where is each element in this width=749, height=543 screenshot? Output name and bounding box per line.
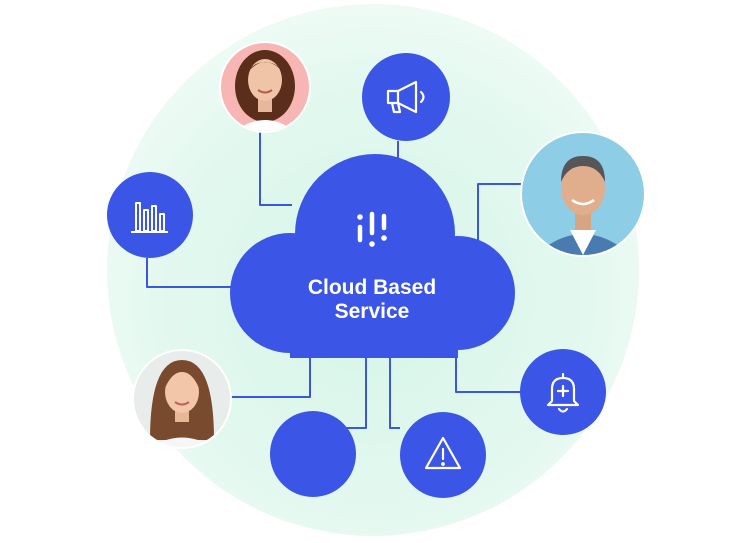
woman-straight-hair-avatar	[134, 351, 230, 447]
warning-node[interactable]	[400, 412, 486, 498]
cloud-title-line1: Cloud Based	[308, 276, 436, 299]
avatar-man[interactable]	[520, 131, 646, 260]
connector-avatar-man	[477, 183, 522, 247]
notification-bell-icon	[546, 372, 580, 413]
empty-circle	[270, 411, 356, 497]
avatar-woman-straight[interactable]	[132, 349, 232, 455]
avatar-woman-curly[interactable]	[219, 41, 311, 140]
connector-bell	[455, 358, 520, 393]
warning-triangle-icon	[424, 436, 462, 470]
bar-chart-node[interactable]	[107, 172, 193, 258]
cloud-shape	[230, 154, 515, 358]
megaphone-node[interactable]	[362, 53, 450, 141]
connector-bar-chart	[146, 258, 240, 288]
connector-avatar-woman-curly	[259, 131, 292, 206]
connector-warning	[389, 358, 400, 429]
bell-node[interactable]	[520, 349, 606, 435]
connector-lines	[146, 131, 522, 429]
megaphone-icon	[386, 80, 425, 114]
woman-curly-hair-avatar	[221, 43, 309, 131]
soundwave-logo-icon	[357, 211, 387, 247]
connector-avatar-woman-straight	[230, 356, 311, 398]
cloud-title-line2: Service	[335, 300, 410, 323]
connector-blank	[346, 356, 367, 429]
blank-node[interactable]	[270, 411, 356, 497]
bar-chart-icon	[131, 202, 168, 233]
